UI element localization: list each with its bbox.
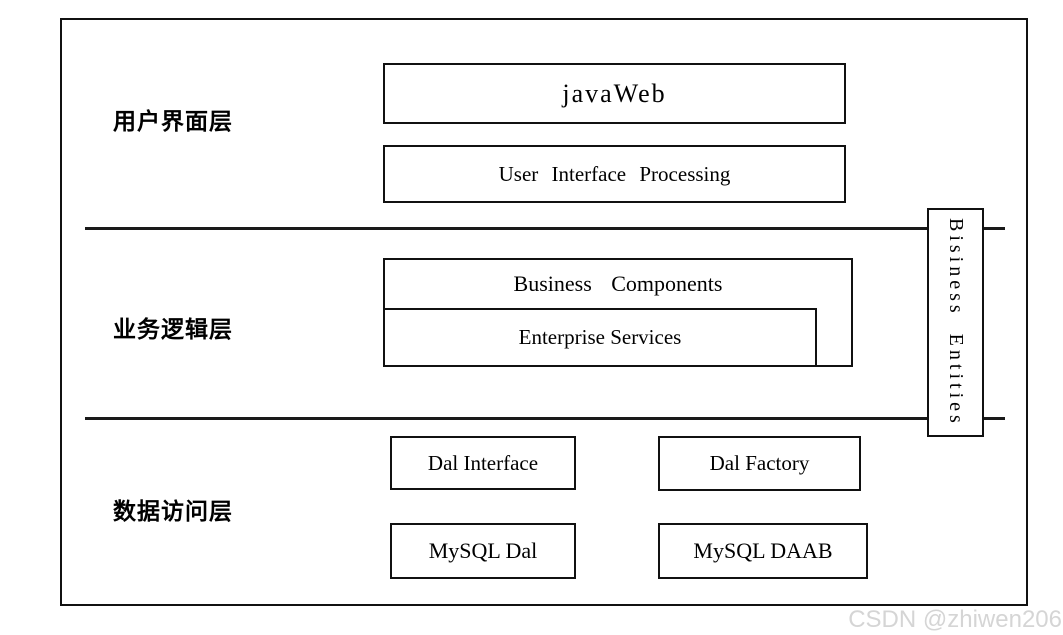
user-interface-processing-box: User Interface Processing: [383, 145, 846, 203]
dal-interface-label: Dal Interface: [427, 450, 539, 475]
enterprise-services-label: Enterprise Services: [518, 325, 682, 349]
layer-label-user-interface: 用户界面层: [113, 109, 233, 134]
javaweb-box: javaWeb: [383, 63, 846, 124]
mysql-daab-box: MySQL DAAB: [658, 523, 868, 579]
layer-separator-bottom: [85, 417, 1005, 420]
dal-factory-box: Dal Factory: [658, 436, 861, 491]
mysql-dal-box: MySQL Dal: [390, 523, 576, 579]
mysql-daab-label: MySQL DAAB: [693, 538, 833, 563]
layer-label-data-access: 数据访问层: [113, 499, 233, 524]
business-entities-label: Bisiness Entities: [945, 218, 967, 427]
layer-separator-top: [85, 227, 1005, 230]
layer-label-business-logic: 业务逻辑层: [113, 317, 233, 342]
csdn-watermark: CSDN @zhiwen206: [848, 606, 1062, 633]
business-components-label: Business Components: [513, 271, 723, 296]
mysql-dal-label: MySQL Dal: [428, 538, 538, 563]
user-interface-processing-label: User Interface Processing: [498, 161, 731, 186]
dal-factory-label: Dal Factory: [709, 451, 810, 475]
javaweb-box-label: javaWeb: [562, 78, 667, 108]
enterprise-services-box: Enterprise Services: [383, 308, 817, 367]
dal-interface-box: Dal Interface: [390, 436, 576, 490]
business-entities-box: Bisiness Entities: [927, 208, 984, 437]
